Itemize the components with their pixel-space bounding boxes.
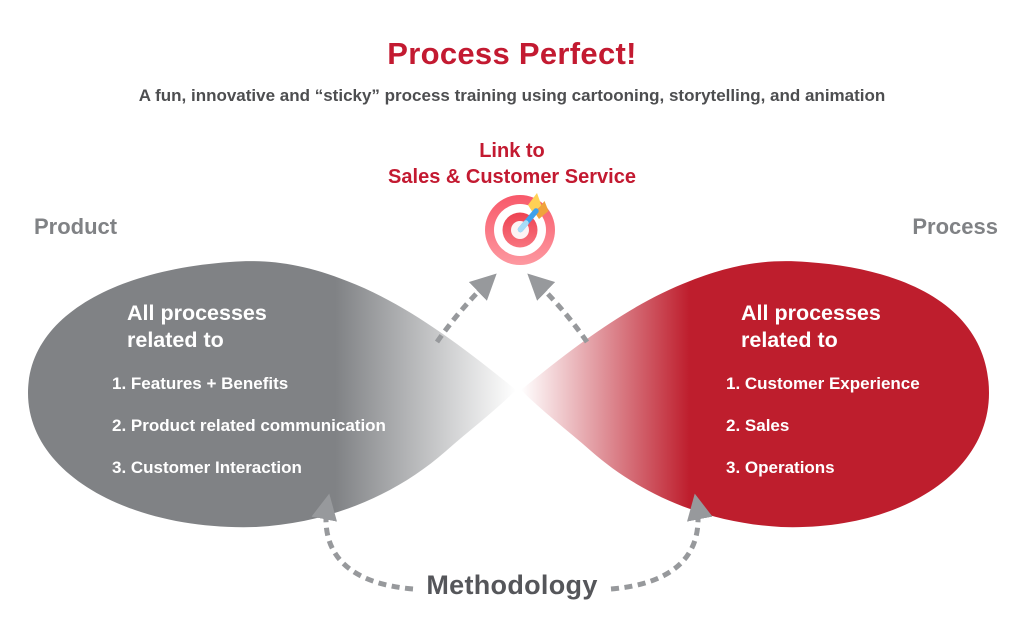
- list-item: 2. Sales: [726, 416, 790, 435]
- arrow-methodology-to-left-blob: [311, 493, 414, 592]
- list-item: 3. Customer Interaction: [112, 458, 302, 477]
- list-item: 2. Product related communication: [112, 416, 386, 435]
- arrow-methodology-to-right-blob: [610, 493, 713, 592]
- arrow-right-blob-to-target: [527, 273, 590, 344]
- right-blob-heading: All processes related to: [741, 301, 881, 352]
- product-label: Product: [34, 214, 118, 239]
- left-blob-shape: [28, 261, 516, 528]
- list-item: 3. Operations: [726, 458, 835, 477]
- page-subtitle: A fun, innovative and “sticky” process t…: [138, 86, 886, 105]
- arrow-left-blob-to-target: [434, 273, 497, 344]
- page-title: Process Perfect!: [387, 36, 637, 71]
- left-blob-list: 1. Features + Benefits 2. Product relate…: [112, 374, 442, 478]
- link-callout-line1: Link to: [479, 140, 545, 162]
- methodology-label: Methodology: [426, 570, 598, 600]
- dart-fletching-yellow: [528, 193, 542, 213]
- left-blob-heading: All processes related to: [127, 301, 267, 352]
- list-item: 1. Features + Benefits: [112, 374, 289, 393]
- right-blob-content: All processes related to 1. Customer Exp…: [726, 300, 1024, 500]
- right-blob-list: 1. Customer Experience 2. Sales 3. Opera…: [726, 374, 1024, 478]
- dart-fletching-orange: [535, 201, 549, 219]
- target-icon: [485, 193, 555, 265]
- left-blob-content: All processes related to 1. Features + B…: [112, 300, 442, 500]
- link-callout: Link to Sales & Customer Service: [0, 138, 1024, 190]
- link-callout-line2: Sales & Customer Service: [388, 166, 636, 188]
- process-label: Process: [912, 214, 998, 239]
- right-blob-shape: [521, 261, 989, 528]
- dart-tip: [517, 220, 529, 233]
- list-item: 1. Customer Experience: [726, 374, 920, 393]
